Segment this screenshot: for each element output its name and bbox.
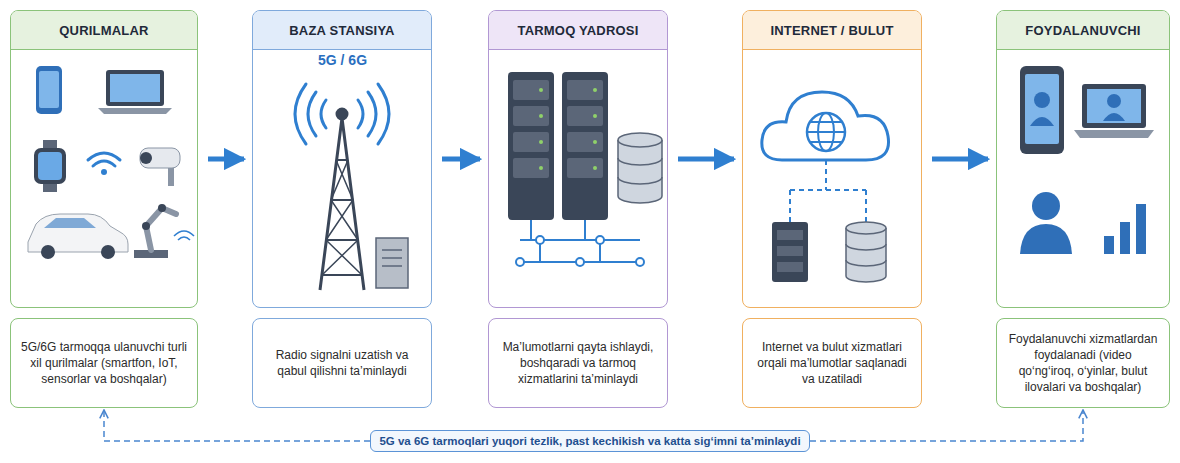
stage-title: BAZA STANSIYA: [289, 23, 394, 38]
description-box: Foydalanuvchi xizmatlardan foydalanadi (…: [996, 318, 1170, 408]
user-illustration: [1020, 66, 1154, 254]
description-text: Radio signalni uzatish va qabul qilishni…: [261, 347, 423, 379]
stage-panel: TARMOQ YADROSI: [488, 10, 668, 308]
header-band: QURILMALAR: [11, 11, 197, 50]
description-text: Ma’lumotlarni qayta ishlaydi, boshqaradi…: [497, 339, 659, 388]
flow-arrow: [932, 157, 988, 162]
stage-title: INTERNET / BULUT: [770, 23, 893, 38]
dashed-connector: [104, 410, 370, 441]
flow-arrow: [208, 157, 244, 162]
header-band: TARMOQ YADROSI: [489, 11, 667, 50]
header-band: BAZA STANSIYA: [253, 11, 431, 50]
description-box: Radio signalni uzatish va qabul qilishni…: [252, 318, 432, 408]
description-text: Internet va bulut xizmatlari orqali ma’l…: [751, 339, 913, 388]
devices-illustration: [28, 66, 194, 259]
stage-title: FOYDALANUVCHI: [1025, 23, 1140, 38]
description-text: 5G/6G tarmoqqa ulanuvchi turli xil quril…: [19, 339, 189, 388]
flow-arrow: [678, 157, 734, 162]
tower-illustration: [295, 84, 408, 290]
dashed-connector: [810, 410, 1083, 441]
stage-panel: QURILMALAR: [10, 10, 198, 308]
description-box: Internet va bulut xizmatlari orqali ma’l…: [742, 318, 922, 408]
stage-panel: INTERNET / BULUT: [742, 10, 922, 308]
flow-arrow: [442, 157, 480, 162]
server-illustration: [508, 72, 662, 266]
stage-title: QURILMALAR: [59, 23, 148, 38]
description-box: 5G/6G tarmoqqa ulanuvchi turli xil quril…: [10, 318, 198, 408]
summary-text: 5G va 6G tarmoqlari yuqori tezlik, past …: [379, 435, 800, 447]
summary-note: 5G va 6G tarmoqlari yuqori tezlik, past …: [370, 430, 810, 452]
description-text: Foydalanuvchi xizmatlardan foydalanadi (…: [1005, 331, 1161, 396]
band-label: 5G / 6G: [318, 52, 367, 68]
stage-panel: FOYDALANUVCHI: [996, 10, 1170, 308]
description-box: Ma’lumotlarni qayta ishlaydi, boshqaradi…: [488, 318, 668, 408]
header-band: FOYDALANUVCHI: [997, 11, 1169, 50]
header-band: INTERNET / BULUT: [743, 11, 921, 50]
stage-title: TARMOQ YADROSI: [517, 23, 638, 38]
cloud-illustration: [762, 92, 889, 282]
